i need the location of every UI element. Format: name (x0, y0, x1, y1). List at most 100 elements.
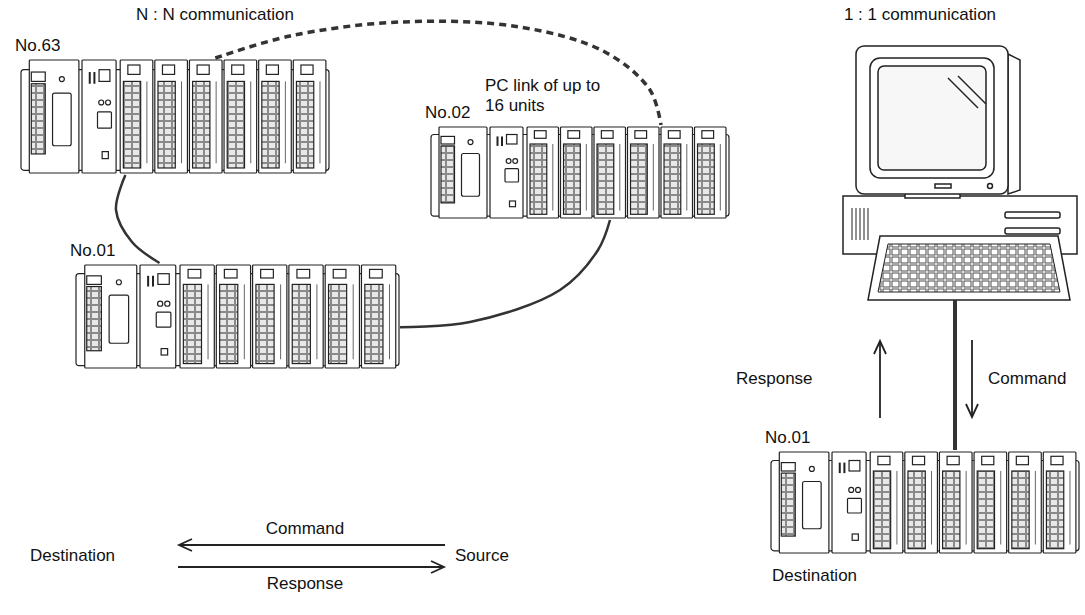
unit-number: No.02 (425, 103, 470, 122)
terminal-strip (564, 144, 581, 214)
cpu-module (490, 127, 523, 218)
cpu-switch (849, 487, 854, 492)
keyboard-keys (878, 244, 1060, 292)
terminal-strip (123, 81, 140, 168)
io-indicator (601, 131, 613, 139)
module-edge (720, 144, 721, 211)
plc-rack-drawing (770, 450, 1080, 555)
terminal-strip (220, 284, 238, 363)
arrow-label: Response (736, 369, 813, 388)
cpu-module (82, 60, 116, 173)
io-indicator (370, 269, 383, 278)
terminal-strip (943, 471, 960, 549)
section-title: N : N communication (136, 5, 294, 24)
command-arrow (180, 544, 445, 546)
terminal-strip (908, 471, 925, 549)
terminal-strip (262, 81, 279, 168)
case-vents (852, 208, 868, 240)
plc-rack: No.01 (75, 263, 400, 370)
io-indicator (1016, 456, 1028, 464)
terminal-strip (873, 471, 890, 549)
io-indicator (982, 456, 994, 464)
terminal-strip (530, 144, 547, 214)
io-indicator (534, 131, 546, 139)
cpu-connector (852, 534, 858, 540)
io-module (561, 127, 593, 218)
io-indicator (197, 65, 209, 74)
cpu-switch (506, 159, 511, 164)
screen (878, 66, 986, 170)
module-edge (208, 284, 209, 359)
power-panel (53, 93, 72, 146)
module-edge (146, 81, 147, 163)
io-indicator (224, 269, 237, 278)
cpu-switch (99, 100, 104, 105)
io-module (527, 127, 559, 218)
module-edge (244, 284, 245, 359)
cpu-port (158, 274, 169, 285)
io-module (974, 452, 1007, 553)
keyboard (868, 236, 1070, 300)
io-indicator (162, 65, 174, 74)
module-edge (586, 144, 587, 211)
io-indicator (1051, 456, 1063, 464)
arrow-head (179, 539, 192, 551)
terminal-cover (87, 276, 102, 285)
indicator (468, 140, 473, 145)
computer-illustration (843, 46, 1077, 300)
terminal-strip (227, 81, 244, 168)
power-module (439, 127, 487, 218)
io-module (189, 60, 222, 173)
terminal-block (441, 146, 455, 203)
power-panel (462, 154, 480, 197)
module-edge (319, 81, 320, 163)
io-module (325, 265, 359, 368)
cpu-port (507, 135, 518, 145)
terminal-strip (183, 284, 201, 363)
io-indicator (878, 456, 890, 464)
terminal-strip (1046, 471, 1063, 549)
unit-number: No.01 (70, 241, 115, 260)
terminal-cover (31, 72, 45, 81)
io-module (905, 452, 938, 553)
monitor-side (1008, 54, 1020, 194)
terminal-strip (698, 144, 715, 214)
unit-number: No.01 (765, 428, 810, 447)
io-module (289, 265, 323, 368)
disk-slot (1005, 228, 1060, 234)
module-edge (216, 81, 217, 163)
io-module (1043, 452, 1076, 553)
cpu-led (497, 136, 499, 146)
cpu-cover (156, 312, 171, 327)
terminal-strip (664, 144, 681, 214)
module-edge (1035, 471, 1036, 545)
role-label: Destination (30, 546, 115, 565)
terminal-block (31, 84, 45, 154)
io-module (594, 127, 626, 218)
module-edge (552, 144, 553, 211)
io-indicator (188, 269, 201, 278)
terminal-block (87, 287, 102, 351)
io-indicator (266, 65, 278, 74)
io-module (1009, 452, 1042, 553)
module-edge (316, 284, 317, 359)
module-edge (931, 471, 932, 545)
cpu-led (152, 276, 154, 287)
power-module (29, 60, 79, 173)
section-title: 1 : 1 communication (844, 5, 996, 24)
module-edge (280, 284, 281, 359)
io-module (361, 265, 395, 368)
io-indicator (301, 65, 313, 74)
terminal-cover (441, 136, 455, 144)
unit-number: No.63 (15, 36, 60, 55)
arrow-label: Command (988, 369, 1066, 388)
io-indicator (635, 131, 647, 139)
monitor-control (935, 184, 951, 188)
screen-glare (958, 76, 986, 104)
module-edge (250, 81, 251, 163)
cpu-port (99, 70, 110, 82)
plc-rack-drawing (75, 263, 400, 370)
screen-glare (948, 78, 978, 108)
io-module (259, 60, 292, 173)
arrow-head (966, 404, 978, 417)
